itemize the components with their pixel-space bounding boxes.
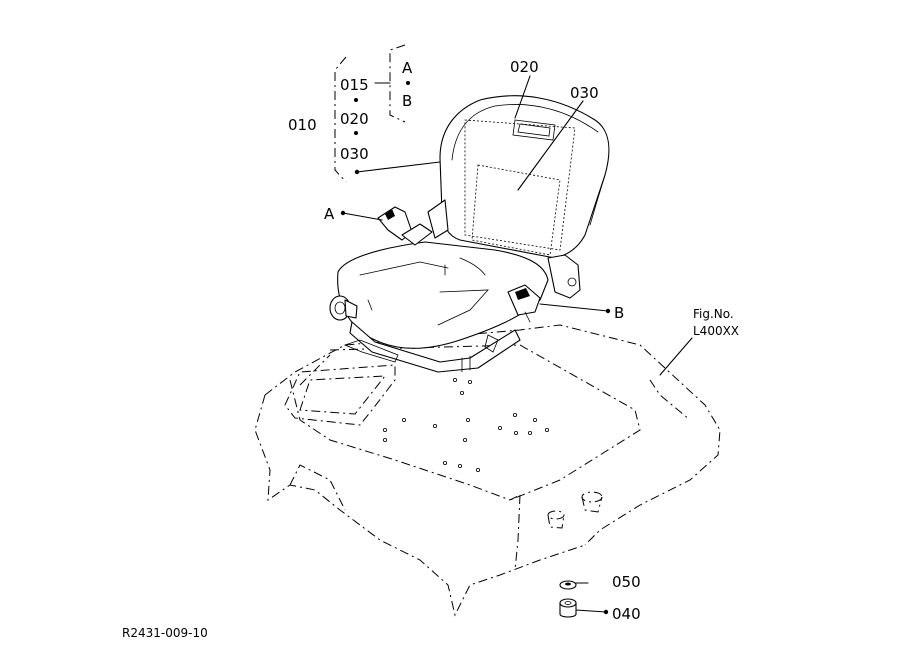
label-020: 020 [510,58,539,76]
label-020-list: 020 [340,110,369,128]
seat-backrest [439,95,610,259]
nut-040 [559,598,577,618]
seat-belt-tongue-b [507,284,541,323]
seat-base-platform [254,324,721,617]
label-040: 040 [612,605,641,623]
label-015: 015 [340,76,369,94]
seat-assembly [329,95,610,373]
label-050: 050 [612,573,641,591]
part-labels: 010 015 020 030 A B 020 030 A B 050 040 … [122,58,739,640]
seat-belt-buckle-a [377,206,433,246]
washer-050 [559,580,577,590]
label-030: 030 [570,84,599,102]
label-a-top: A [402,59,413,77]
label-b-top: B [402,92,412,110]
fig-no-label: Fig.No. [693,307,734,321]
drawing-id: R2431-009-10 [122,626,208,640]
label-030-list: 030 [340,145,369,163]
label-b: B [614,304,624,322]
leader-lines [334,44,693,615]
fig-code-label: L400XX [693,324,739,338]
label-010: 010 [288,116,317,134]
label-a: A [324,205,335,223]
